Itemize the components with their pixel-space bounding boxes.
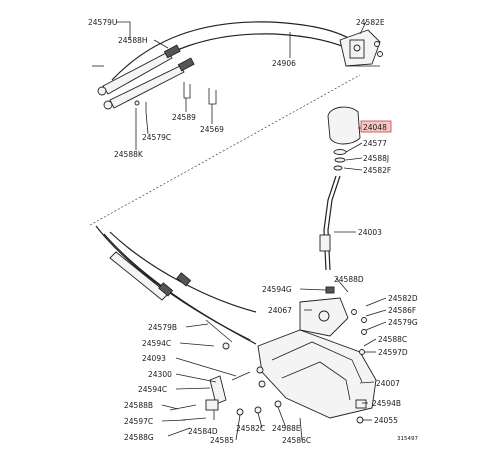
- callout-24588d: 24588D: [334, 275, 364, 284]
- callout-24597d: 24597D: [378, 348, 408, 357]
- callout-24007: 24007: [376, 379, 400, 388]
- callout-24577: 24577: [363, 139, 387, 148]
- highlight-24048: [360, 120, 392, 133]
- callout-24588g: 24588G: [124, 433, 154, 442]
- callout-24582d: 24582D: [388, 294, 418, 303]
- callout-24582e: 24582E: [356, 18, 385, 27]
- callout-24055: 24055: [374, 416, 398, 425]
- callout-24597c: 24597C: [124, 417, 153, 426]
- cable-assembly-lower: [95, 225, 257, 350]
- shift-lever-assembly: [319, 106, 361, 271]
- callout-24594c: 24594C: [142, 339, 171, 348]
- callout-24579u: 24579U: [88, 18, 117, 27]
- callout-labels: 24579U 24582E 24588H 24906 24589 24569 2…: [88, 18, 418, 445]
- leader-lines: [116, 21, 387, 441]
- callout-24093: 24093: [142, 354, 166, 363]
- callout-24586c: 24586C: [282, 436, 311, 445]
- callout-24588h: 24588H: [118, 36, 148, 45]
- callout-24579c: 24579C: [142, 133, 171, 142]
- cable-assembly-upper: [92, 21, 383, 112]
- callout-24569: 24569: [200, 125, 224, 134]
- callout-24003: 24003: [358, 228, 382, 237]
- callout-24582c: 24582C: [236, 424, 265, 433]
- callout-24588k: 24588K: [114, 150, 144, 159]
- connector-dashed-line: [89, 74, 361, 226]
- callout-24906: 24906: [272, 59, 296, 68]
- callout-24300: 24300: [148, 370, 172, 379]
- callout-24588e: 24588E: [272, 424, 301, 433]
- callout-24584d: 24584D: [188, 427, 218, 436]
- callout-24588j: 24588J: [363, 154, 389, 163]
- callout-24588b: 24588B: [124, 401, 153, 410]
- callout-24582f: 24582F: [363, 166, 391, 175]
- callout-24579b: 24579B: [148, 323, 177, 332]
- callout-24586f: 24586F: [388, 306, 416, 315]
- callout-24594b: 24594B: [372, 399, 401, 408]
- callout-24067: 24067: [268, 306, 292, 315]
- callout-24594g: 24594G: [262, 285, 292, 294]
- callout-24594c-2: 24594C: [138, 385, 167, 394]
- shifter-housing: [169, 286, 377, 424]
- figure-code: 315497: [397, 436, 418, 442]
- callout-24048: 24048: [363, 123, 387, 132]
- callout-24588c: 24588C: [378, 335, 407, 344]
- callout-24579g: 24579G: [388, 318, 418, 327]
- callout-24585: 24585: [210, 436, 234, 445]
- callout-24589: 24589: [172, 113, 196, 122]
